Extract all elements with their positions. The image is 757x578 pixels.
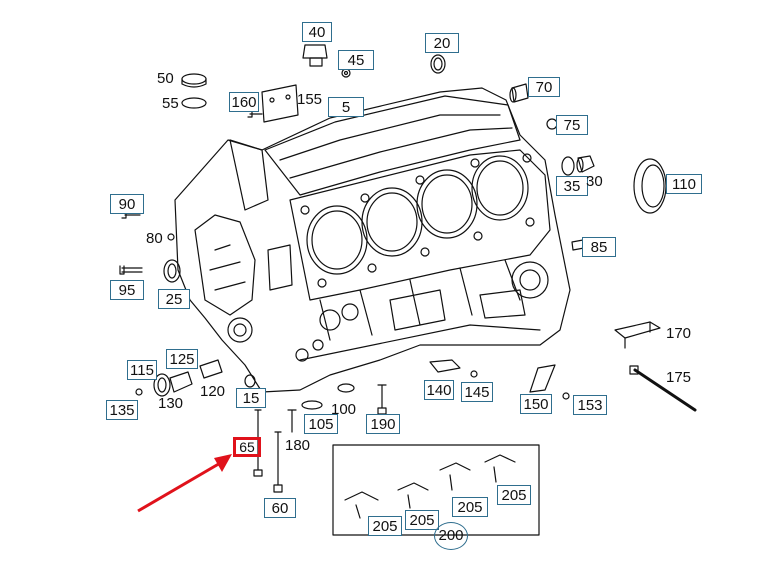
callout-160[interactable]: 160 (229, 92, 259, 112)
callout-150[interactable]: 150 (520, 394, 552, 414)
callout-25[interactable]: 25 (158, 289, 190, 309)
callout-5[interactable]: 5 (328, 97, 364, 117)
callout-155[interactable]: 155 (297, 91, 323, 108)
callout-205-d[interactable]: 205 (497, 485, 531, 505)
callout-153[interactable]: 153 (573, 395, 607, 415)
callout-85[interactable]: 85 (582, 237, 616, 257)
callout-135[interactable]: 135 (106, 400, 138, 420)
callout-105[interactable]: 105 (304, 414, 338, 434)
callout-60[interactable]: 60 (264, 498, 296, 518)
callout-125[interactable]: 125 (166, 349, 198, 369)
callout-205-a[interactable]: 205 (368, 516, 402, 536)
cylinder-bore-3 (416, 169, 478, 239)
cylinder-bore-2 (361, 187, 423, 257)
callout-140[interactable]: 140 (424, 380, 454, 400)
cylinder-deck-face (289, 149, 551, 301)
callout-35[interactable]: 35 (556, 176, 588, 196)
highlight-arrow (137, 454, 232, 513)
callout-180[interactable]: 180 (285, 437, 311, 454)
callout-110[interactable]: 110 (666, 174, 702, 194)
callout-15[interactable]: 15 (236, 388, 266, 408)
callout-130[interactable]: 130 (158, 395, 184, 412)
cylinder-bore-4 (471, 155, 529, 221)
callout-20[interactable]: 20 (425, 33, 459, 53)
callout-95[interactable]: 95 (110, 280, 144, 300)
callout-115[interactable]: 115 (127, 360, 157, 380)
callout-40[interactable]: 40 (302, 22, 332, 42)
callout-120[interactable]: 120 (200, 383, 226, 400)
engine-block-outline (174, 87, 571, 393)
callout-200[interactable]: 200 (434, 522, 468, 550)
callout-75[interactable]: 75 (556, 115, 588, 135)
callout-190[interactable]: 190 (366, 414, 400, 434)
callout-55[interactable]: 55 (162, 95, 179, 112)
callout-80[interactable]: 80 (146, 230, 163, 247)
cylinder-bore-1 (306, 205, 368, 275)
callout-205-b[interactable]: 205 (405, 510, 439, 530)
callout-175[interactable]: 175 (666, 369, 692, 386)
callout-170[interactable]: 170 (666, 325, 692, 342)
callout-45[interactable]: 45 (338, 50, 374, 70)
top-deck (264, 95, 521, 196)
callout-90[interactable]: 90 (110, 194, 144, 214)
callout-145[interactable]: 145 (461, 382, 493, 402)
callout-50[interactable]: 50 (157, 70, 174, 87)
callout-65-highlighted[interactable]: 65 (233, 437, 261, 457)
callout-30[interactable]: 30 (586, 173, 603, 190)
callout-100[interactable]: 100 (331, 401, 357, 418)
callout-70[interactable]: 70 (528, 77, 560, 97)
callout-205-c[interactable]: 205 (452, 497, 488, 517)
